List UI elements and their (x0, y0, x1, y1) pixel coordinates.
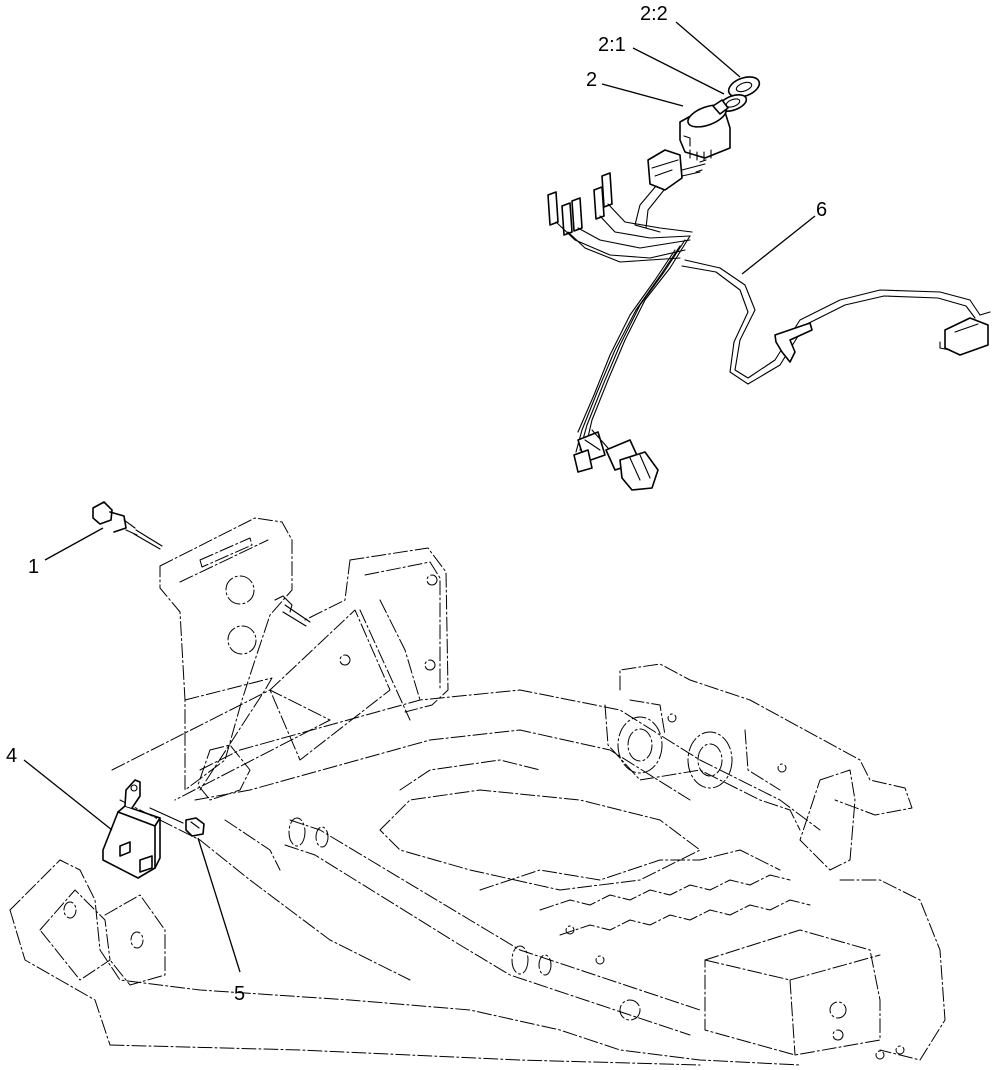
part-2-ignition-switch (679, 99, 731, 161)
leader-4 (23, 759, 113, 831)
callout-4: 4 (6, 745, 17, 767)
callout-6: 6 (816, 199, 827, 221)
part-4-relay (102, 779, 161, 879)
part-5-bolt (149, 807, 205, 837)
part-1-installed-position (274, 595, 311, 627)
callout-2-2: 2:2 (640, 3, 668, 25)
callout-2: 2 (586, 69, 597, 91)
part-2-2-nut (727, 76, 761, 98)
callout-2-1: 2:1 (598, 34, 626, 56)
leader-6 (741, 215, 816, 275)
leader-1 (44, 527, 104, 561)
part-1-sensor (92, 501, 163, 550)
leader-5 (197, 837, 241, 973)
leader-lines (23, 21, 816, 973)
callout-1: 1 (28, 556, 39, 578)
frame-ghost-outline (9, 517, 946, 1066)
leader-2 (601, 83, 684, 107)
leader-2-2 (675, 21, 741, 78)
leader-2-1 (632, 47, 725, 95)
part-6-wire-harness (547, 149, 991, 491)
callout-5: 5 (234, 983, 245, 1005)
callout-labels: 2:2 2:1 2 6 1 4 5 (6, 3, 827, 1005)
